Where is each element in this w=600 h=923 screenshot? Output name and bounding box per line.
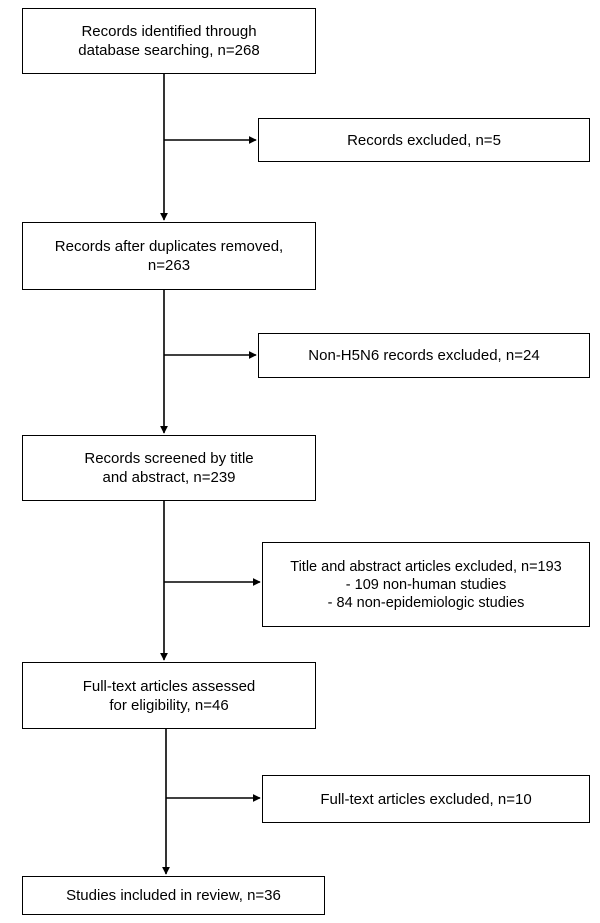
- full-text-assessed-box: Full-text articles assessed for eligibil…: [22, 662, 316, 729]
- records-screened-line-2: and abstract, n=239: [102, 469, 236, 486]
- records-after-duplicates-line-1: Records after duplicates removed,: [54, 238, 284, 255]
- studies-included-line-1: Studies included in review, n=36: [66, 887, 281, 904]
- records-after-duplicates-box: Records after duplicates removed, n=263: [22, 222, 316, 290]
- excluded-title-abstract-box: Title and abstract articles excluded, n=…: [262, 542, 590, 627]
- full-text-assessed-line-2: for eligibility, n=46: [109, 696, 229, 714]
- excluded-duplicates-line-1: Records excluded, n=5: [347, 131, 501, 149]
- studies-included-box: Studies included in review, n=36: [22, 876, 325, 915]
- records-identified-box: Records identified through database sear…: [22, 8, 316, 74]
- records-screened-line-1: Records screened by title: [84, 450, 254, 467]
- records-after-duplicates-line-2: n=263: [147, 257, 191, 274]
- excluded-non-h5n6-box: Non-H5N6 records excluded, n=24: [258, 333, 590, 378]
- excluded-duplicates-box: Records excluded, n=5: [258, 118, 590, 162]
- excluded-title-abstract-line-1: Title and abstract articles excluded, n=…: [290, 558, 562, 575]
- records-identified-line-1: Records identified through: [81, 23, 257, 40]
- excluded-full-text-box: Full-text articles excluded, n=10: [262, 775, 590, 823]
- excluded-non-h5n6-line-1: Non-H5N6 records excluded, n=24: [308, 347, 540, 364]
- excluded-full-text-line-1: Full-text articles excluded, n=10: [320, 790, 532, 808]
- excluded-title-abstract-line-3: - 84 non-epidemiologic studies: [327, 594, 525, 611]
- full-text-assessed-line-1: Full-text articles assessed: [82, 677, 256, 695]
- records-identified-line-2: database searching, n=268: [78, 42, 260, 59]
- excluded-title-abstract-line-2: - 109 non-human studies: [345, 576, 507, 593]
- records-screened-box: Records screened by title and abstract, …: [22, 435, 316, 501]
